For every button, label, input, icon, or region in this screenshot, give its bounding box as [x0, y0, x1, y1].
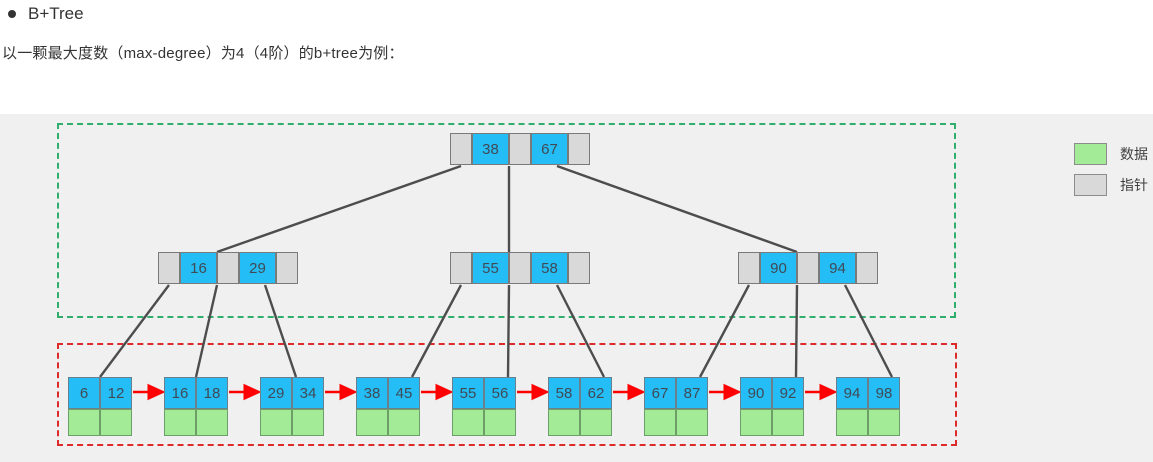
page-title: B+Tree [28, 4, 84, 23]
internal-left-key-1: 29 [239, 252, 276, 284]
root-node[interactable]: 38 67 [450, 133, 590, 165]
bullet-dot-icon [8, 10, 16, 18]
internal-left-pointer-0 [158, 252, 180, 284]
leaf-node[interactable]: 67 87 [644, 377, 708, 436]
root-pointer-2 [568, 133, 590, 165]
internal-node-right[interactable]: 90 94 [738, 252, 878, 284]
leaf-node[interactable]: 38 45 [356, 377, 420, 436]
leaf-key: 87 [676, 377, 708, 409]
internal-left-pointer-1 [217, 252, 239, 284]
leaf-data-row [68, 409, 132, 436]
index-region-box [57, 123, 956, 318]
internal-middle-pointer-2 [568, 252, 590, 284]
leaf-data [484, 409, 516, 436]
root-key-0: 38 [472, 133, 509, 165]
leaf-data [452, 409, 484, 436]
leaf-key-row: 90 92 [740, 377, 804, 409]
leaf-key: 12 [100, 377, 132, 409]
leaf-node[interactable]: 94 98 [836, 377, 900, 436]
leaf-data [100, 409, 132, 436]
internal-node-left[interactable]: 16 29 [158, 252, 298, 284]
leaf-key: 16 [164, 377, 196, 409]
leaf-key: 62 [580, 377, 612, 409]
leaf-data [772, 409, 804, 436]
leaf-data-row [452, 409, 516, 436]
leaf-data-row [164, 409, 228, 436]
leaf-data-row [260, 409, 324, 436]
leaf-data [388, 409, 420, 436]
leaf-data [868, 409, 900, 436]
leaf-key: 55 [452, 377, 484, 409]
leaf-key: 18 [196, 377, 228, 409]
leaf-key: 34 [292, 377, 324, 409]
page-heading: B+Tree [8, 4, 84, 24]
leaf-node[interactable]: 16 18 [164, 377, 228, 436]
leaf-data-row [644, 409, 708, 436]
root-key-1: 67 [531, 133, 568, 165]
leaf-key-row: 29 34 [260, 377, 324, 409]
leaf-data [196, 409, 228, 436]
internal-right-pointer-2 [856, 252, 878, 284]
leaf-key: 58 [548, 377, 580, 409]
leaf-node[interactable]: 29 34 [260, 377, 324, 436]
leaf-key: 6 [68, 377, 100, 409]
internal-node-middle[interactable]: 55 58 [450, 252, 590, 284]
leaf-key: 29 [260, 377, 292, 409]
leaf-data [740, 409, 772, 436]
intro-paragraph: 以一颗最大度数（max-degree）为4（4阶）的b+tree为例： [2, 45, 404, 62]
leaf-node[interactable]: 90 92 [740, 377, 804, 436]
leaf-data [580, 409, 612, 436]
leaf-data-row [836, 409, 900, 436]
leaf-key-row: 67 87 [644, 377, 708, 409]
legend-swatch-pointer-icon [1074, 174, 1107, 196]
internal-right-pointer-0 [738, 252, 760, 284]
leaf-key: 38 [356, 377, 388, 409]
leaf-key: 67 [644, 377, 676, 409]
leaf-data [68, 409, 100, 436]
internal-left-pointer-2 [276, 252, 298, 284]
leaf-key-row: 94 98 [836, 377, 900, 409]
internal-right-key-0: 90 [760, 252, 797, 284]
leaf-data [548, 409, 580, 436]
legend-label-data: 数据 [1120, 146, 1148, 162]
legend-item-data: 数据 [1074, 143, 1148, 165]
internal-right-pointer-1 [797, 252, 819, 284]
leaf-data-row [356, 409, 420, 436]
leaf-key: 90 [740, 377, 772, 409]
internal-right-key-1: 94 [819, 252, 856, 284]
legend-swatch-data-icon [1074, 143, 1107, 165]
leaf-key: 94 [836, 377, 868, 409]
leaf-key: 98 [868, 377, 900, 409]
leaf-key-row: 58 62 [548, 377, 612, 409]
leaf-data-row [548, 409, 612, 436]
root-pointer-0 [450, 133, 472, 165]
leaf-key-row: 16 18 [164, 377, 228, 409]
legend-item-pointer: 指针 [1074, 174, 1148, 196]
internal-middle-key-0: 55 [472, 252, 509, 284]
leaf-key-row: 38 45 [356, 377, 420, 409]
leaf-data-row [740, 409, 804, 436]
root-pointer-1 [509, 133, 531, 165]
leaf-node[interactable]: 6 12 [68, 377, 132, 436]
leaf-data [676, 409, 708, 436]
leaf-data [164, 409, 196, 436]
internal-middle-key-1: 58 [531, 252, 568, 284]
leaf-data [836, 409, 868, 436]
leaf-key: 45 [388, 377, 420, 409]
leaf-data [260, 409, 292, 436]
leaf-data [292, 409, 324, 436]
leaf-key: 56 [484, 377, 516, 409]
internal-middle-pointer-0 [450, 252, 472, 284]
leaf-node[interactable]: 58 62 [548, 377, 612, 436]
leaf-key: 92 [772, 377, 804, 409]
legend: 数据 指针 [1074, 143, 1148, 205]
leaf-node[interactable]: 55 56 [452, 377, 516, 436]
leaf-key-row: 55 56 [452, 377, 516, 409]
internal-left-key-0: 16 [180, 252, 217, 284]
legend-label-pointer: 指针 [1120, 177, 1148, 193]
leaf-key-row: 6 12 [68, 377, 132, 409]
leaf-data [356, 409, 388, 436]
internal-middle-pointer-1 [509, 252, 531, 284]
leaf-data [644, 409, 676, 436]
